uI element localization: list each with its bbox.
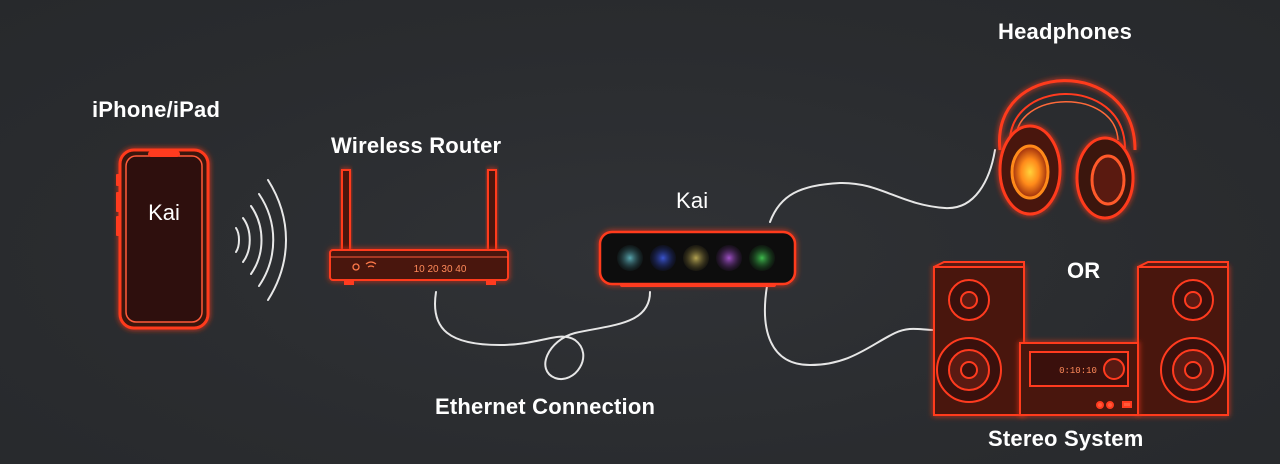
headphones-label: Headphones [998, 19, 1133, 44]
kai-led-3 [683, 245, 709, 271]
kai-led-1 [617, 245, 643, 271]
phone-icon [116, 148, 210, 330]
stereo-speakers-icon [933, 261, 1229, 416]
router-icon [329, 169, 509, 285]
kai-led-5 [749, 245, 775, 271]
phone-screen-label: Kai [148, 200, 180, 225]
ethernet-label: Ethernet Connection [435, 394, 656, 419]
stereo-cable [763, 285, 936, 367]
iphone-label: iPhone/iPad [92, 97, 221, 122]
stereo-label: Stereo System [988, 426, 1144, 451]
headphone-cable [769, 149, 996, 223]
wifi-signal-icon [235, 179, 287, 301]
kai-led-2 [650, 245, 676, 271]
kai-box-icon [598, 230, 797, 287]
ethernet-cable [434, 291, 651, 381]
router-ports-label: 10 20 30 40 [414, 264, 467, 275]
router-label: Wireless Router [331, 133, 502, 158]
kai-led-4 [716, 245, 742, 271]
stereo-display-label: 0:10:10 [1059, 366, 1097, 376]
headphones-icon [998, 79, 1137, 220]
cables [434, 149, 996, 381]
or-label: OR [1067, 258, 1101, 283]
kai-label: Kai [676, 188, 709, 213]
